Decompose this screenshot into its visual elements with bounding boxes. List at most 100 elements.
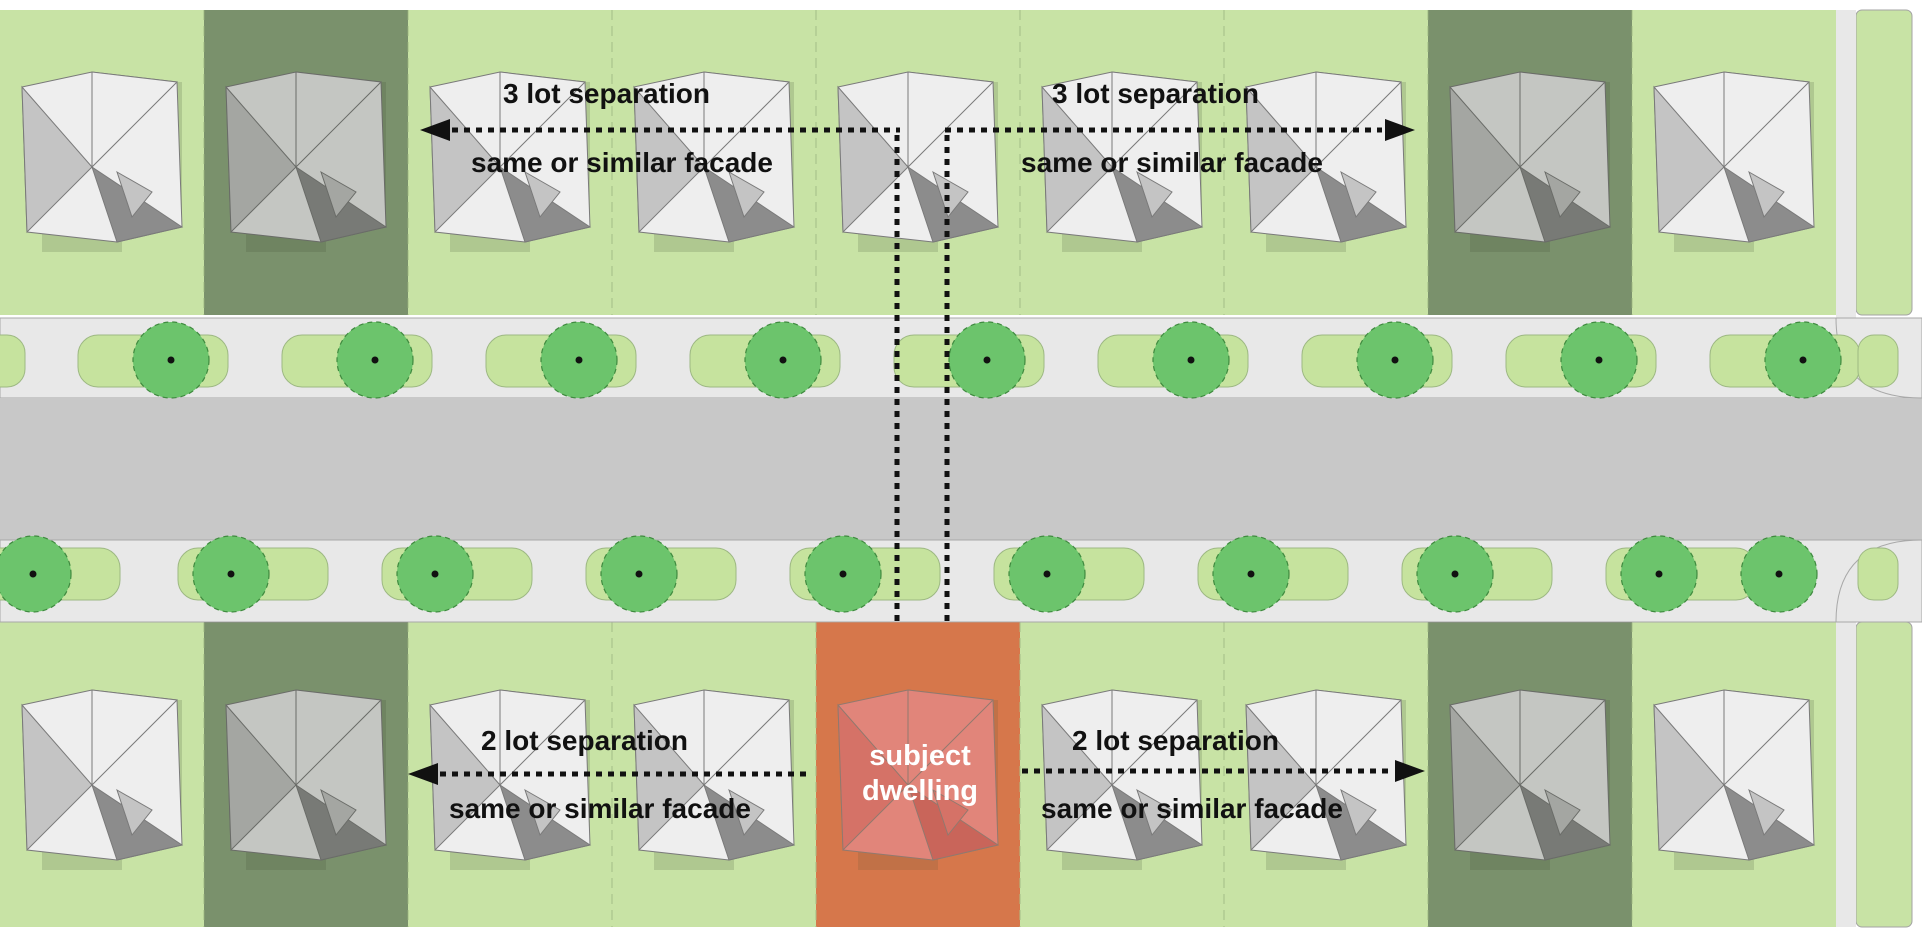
tree-canopy-icon (1560, 321, 1638, 399)
tree-trunk-dot (983, 356, 991, 364)
roof-facet (499, 71, 587, 169)
tree-trunk-dot (1187, 356, 1195, 364)
roof-dormer (1136, 788, 1173, 837)
tree-canopy-icon (540, 321, 618, 399)
subject-dwelling-label: subject dwelling (832, 739, 1008, 809)
bottom-right-separation-label: 2 lot separation (1072, 725, 1279, 756)
tree-canopy-icon (1212, 535, 1290, 613)
roof-dormer (524, 788, 561, 837)
tree-trunk-dot (635, 570, 643, 578)
house-roof-icon (225, 689, 388, 870)
top-left-facade-label: same or similar facade (471, 147, 773, 178)
tree-canopy-icon (744, 321, 822, 399)
top-right-facade-label: same or similar facade (1021, 147, 1323, 178)
roof-facet (21, 703, 93, 852)
roof-dormer (524, 170, 561, 219)
roof-facet (295, 71, 383, 169)
house-roof-icon (1245, 689, 1408, 870)
roof-facet (1041, 85, 1113, 234)
house-roof-icon (21, 71, 184, 252)
bottom-left-arrowhead (408, 763, 438, 785)
roof-facet (837, 85, 909, 234)
tree-canopy-icon (1740, 535, 1818, 613)
top-right-separation-label: 3 lot separation (1052, 78, 1259, 109)
roof-facet (91, 71, 179, 169)
roof-dormer (932, 170, 969, 219)
tree-trunk-dot (1799, 356, 1807, 364)
roof-facet (499, 689, 587, 787)
house-roof-icon (1245, 71, 1408, 252)
roof-dormer (932, 788, 969, 837)
tree-canopy-icon (1620, 535, 1698, 613)
house-roof-icon (1449, 689, 1612, 870)
roof-facet (1519, 689, 1607, 787)
shaded-lot-overlay (204, 10, 408, 315)
shaded-lot-overlay (204, 622, 408, 927)
house-roof-icon (1041, 71, 1204, 252)
roof-dormer (320, 170, 357, 219)
roof-facet (225, 703, 297, 852)
house-roof-icon (21, 689, 184, 870)
shaded-lot-overlay (1428, 10, 1632, 315)
corner-curve-bottom (1835, 539, 1922, 623)
trees-layer (0, 321, 1842, 613)
roof-dormer (728, 788, 765, 837)
house-roof-icon (225, 71, 388, 252)
north-verge (1857, 334, 1899, 388)
tree-trunk-dot (167, 356, 175, 364)
tree-trunk-dot (1775, 570, 1783, 578)
separation-lines-layer (408, 119, 1425, 785)
roof-facet (837, 703, 909, 852)
tree-trunk-dot (227, 570, 235, 578)
roof-facet (1723, 689, 1811, 787)
roof-facet (907, 689, 995, 787)
roof-facet (633, 703, 705, 852)
roof-facet (225, 85, 297, 234)
house-roof-icon (1449, 71, 1612, 252)
bottom-right-arrowhead (1395, 760, 1425, 782)
corner-verge-bottom (1855, 621, 1913, 928)
roof-facet (1449, 85, 1521, 234)
tree-trunk-dot (1043, 570, 1051, 578)
roof-dormer (1748, 170, 1785, 219)
tree-canopy-icon (1152, 321, 1230, 399)
roof-facet (633, 85, 705, 234)
tree-trunk-dot (1391, 356, 1399, 364)
house-roof-icon (1653, 689, 1816, 870)
roof-facet (1245, 703, 1317, 852)
roof-facet (1315, 71, 1403, 169)
house-roof-icon (837, 71, 1000, 252)
roof-dormer (320, 788, 357, 837)
tree-canopy-icon (1356, 321, 1434, 399)
house-roof-icon (633, 689, 796, 870)
tree-canopy-icon (336, 321, 414, 399)
tree-trunk-dot (839, 570, 847, 578)
house-roof-icon (429, 71, 592, 252)
tree-canopy-icon (600, 535, 678, 613)
tree-trunk-dot (1451, 570, 1459, 578)
roof-facet (21, 85, 93, 234)
subject-lot-tint (816, 622, 1020, 927)
tree-canopy-icon (1008, 535, 1086, 613)
tree-canopy-icon (948, 321, 1026, 399)
roof-facet (1041, 703, 1113, 852)
tree-canopy-icon (1764, 321, 1842, 399)
roof-dormer (1748, 788, 1785, 837)
top-left-separation-label: 3 lot separation (503, 78, 710, 109)
tree-canopy-icon (0, 535, 72, 613)
subject-label-line1: subject (869, 740, 971, 772)
tree-trunk-dot (371, 356, 379, 364)
roof-facet (91, 689, 179, 787)
house-roof-icon (1653, 71, 1816, 252)
roof-facet (907, 71, 995, 169)
south-verge (1857, 547, 1899, 601)
shaded-lot-overlay (1428, 622, 1632, 927)
tree-trunk-dot (1595, 356, 1603, 364)
tree-trunk-dot (575, 356, 583, 364)
tree-canopy-icon (192, 535, 270, 613)
tree-trunk-dot (1655, 570, 1663, 578)
roof-dormer (116, 788, 153, 837)
tree-trunk-dot (29, 570, 37, 578)
